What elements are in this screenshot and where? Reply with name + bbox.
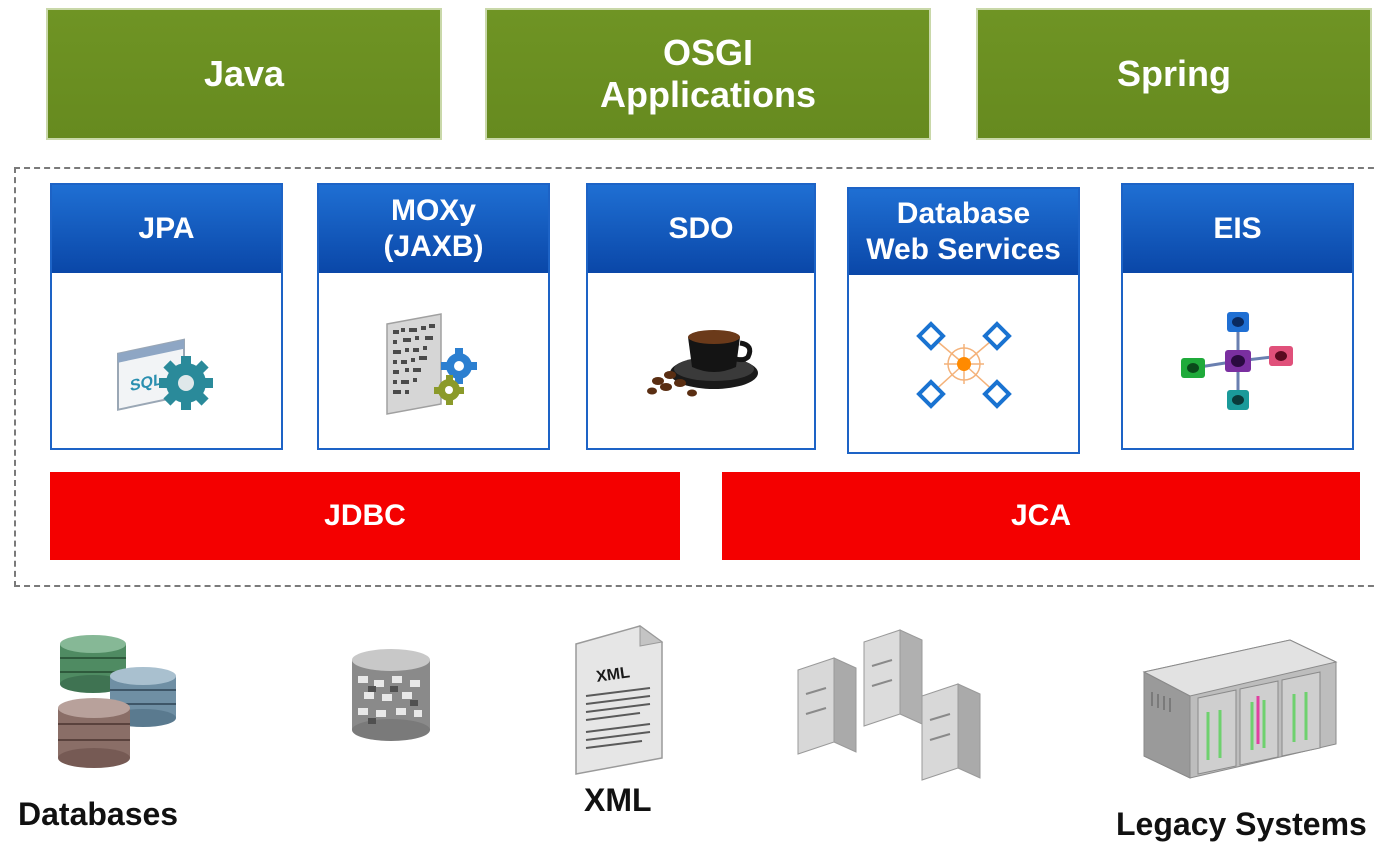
service-body-dbws	[849, 275, 1078, 452]
connector-label-jdbc: JDBC	[324, 499, 406, 532]
connector-bar-jdbc: JDBC	[50, 472, 680, 560]
mainframe-icon	[1142, 639, 1338, 779]
service-label-dbws: Database Web Services	[866, 197, 1061, 266]
service-body-eis	[1123, 273, 1352, 448]
server-towers-icon	[797, 629, 981, 781]
service-header-sdo: SDO	[588, 185, 814, 273]
service-card-sdo: SDO	[586, 183, 816, 450]
database-stack-icon	[58, 635, 176, 768]
service-label-eis: EIS	[1213, 212, 1262, 245]
source-label-xml: XML	[584, 782, 652, 818]
service-header-moxy: MOXy (JAXB)	[319, 185, 548, 273]
source-label-databases: Databases	[18, 796, 179, 832]
service-card-jpa: JPA SQL	[50, 183, 283, 450]
framework-boundary	[14, 167, 1376, 587]
coffee-cup-icon	[647, 329, 758, 396]
service-header-eis: EIS	[1123, 185, 1352, 273]
sql-gear-icon: SQL	[116, 337, 213, 411]
service-label-moxy: MOXy (JAXB)	[383, 194, 484, 263]
xml-document-gears-icon	[385, 312, 477, 415]
service-card-dbws: Database Web Services	[847, 187, 1080, 454]
data-cylinder-icon	[352, 649, 430, 741]
svg-text:XML: XML	[595, 664, 631, 686]
service-body-sdo	[588, 273, 814, 448]
service-card-eis: EIS	[1121, 183, 1354, 450]
service-body-jpa: SQL	[52, 273, 281, 448]
service-label-jpa: JPA	[138, 212, 195, 245]
app-box-java: Java	[46, 8, 442, 140]
app-label-java: Java	[203, 53, 285, 94]
connector-bar-jca: JCA	[722, 472, 1360, 560]
eis-connector-icon	[1180, 311, 1293, 410]
app-label-spring: Spring	[1117, 53, 1231, 94]
xml-document-icon: XML	[575, 625, 664, 775]
web-services-network-icon	[915, 320, 1012, 409]
app-box-spring: Spring	[976, 8, 1372, 140]
app-box-osgi: OSGI Applications	[485, 8, 931, 140]
service-header-dbws: Database Web Services	[849, 189, 1078, 275]
connector-label-jca: JCA	[1010, 499, 1071, 532]
service-body-moxy	[319, 273, 548, 448]
service-card-moxy: MOXy (JAXB)	[317, 183, 550, 450]
service-label-sdo: SDO	[668, 212, 734, 245]
app-label-osgi: OSGI Applications	[599, 32, 817, 115]
service-header-jpa: JPA	[52, 185, 281, 273]
source-label-legacy-systems: Legacy Systems	[1116, 806, 1367, 842]
